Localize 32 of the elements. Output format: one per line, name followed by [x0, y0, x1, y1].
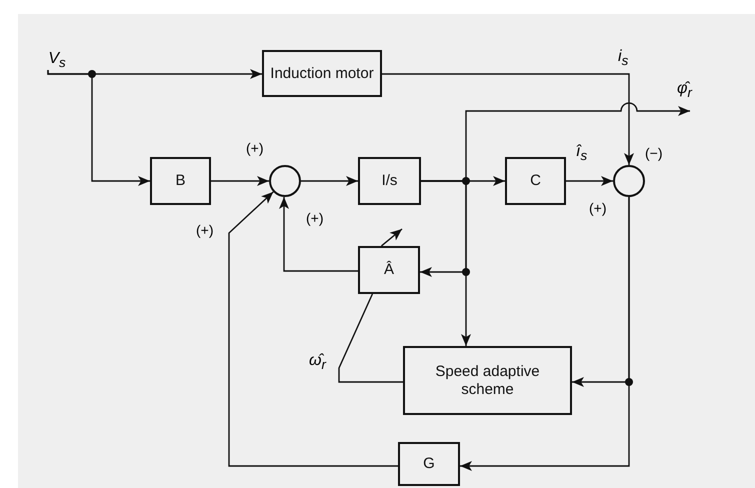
process-box — [262, 50, 382, 97]
sign-label: (−) — [645, 145, 662, 161]
signal-arrow — [566, 176, 613, 186]
block-label: Speed adaptive scheme — [434, 362, 541, 398]
process-box — [150, 157, 211, 205]
signal-arrow — [460, 197, 630, 471]
process-box — [505, 157, 566, 205]
block-label: I/s — [382, 172, 398, 190]
process-box — [358, 246, 420, 294]
sign-label: (+) — [196, 222, 214, 238]
sign-label: (+) — [589, 200, 606, 216]
block-label: G — [423, 455, 435, 473]
signal-label: î$_{s}$ — [575, 143, 588, 164]
sign-label: (+) — [306, 210, 324, 226]
signal-arrow — [279, 196, 358, 272]
process-box — [403, 346, 572, 415]
signal-arrow — [421, 180, 471, 346]
signal-arrow — [301, 176, 358, 186]
block-label: Â — [384, 261, 394, 279]
signal-label: i$_{s}$ — [617, 48, 630, 68]
signal-arrow — [228, 191, 398, 467]
process-box — [358, 157, 421, 205]
signal-arrow — [211, 176, 269, 186]
signal-label: V$_{s}$ — [40, 50, 74, 70]
signal-arrow — [380, 228, 402, 247]
block-label: C — [530, 172, 541, 190]
process-box — [398, 442, 460, 486]
block-label: B — [175, 172, 186, 190]
sign-label: (+) — [246, 140, 264, 156]
block-label: Induction motor — [270, 64, 374, 82]
signal-arrow — [47, 70, 150, 186]
signal-arrow — [382, 73, 634, 165]
